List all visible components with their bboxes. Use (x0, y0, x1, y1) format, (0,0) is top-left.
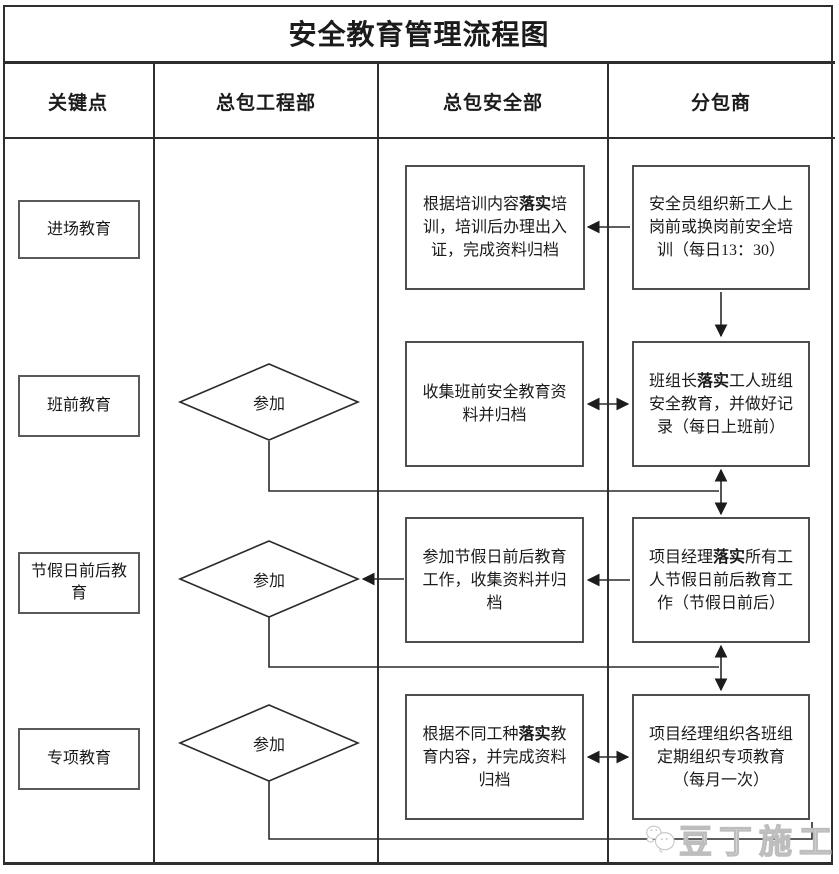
process-text: 根据培训内容落实培 训，培训后办理出入 证，完成资料归档 (422, 196, 568, 259)
keypoint-box-preshift-education: 班前教育 (18, 375, 140, 437)
title-divider (3, 61, 835, 64)
column-divider-2 (377, 63, 379, 865)
keypoint-box-special-education: 专项教育 (18, 728, 140, 790)
diamond-label-row3: 参加 (252, 573, 285, 590)
keypoint-label: 节假日前后教 育 (30, 563, 127, 602)
column-header-keypoints: 关键点 (47, 92, 108, 114)
page-title: 安全教育管理流程图 (288, 20, 550, 51)
table-outer-border (3, 5, 833, 865)
process-text: 安全员组织新工人上 岗前或换岗前安全培 训（每日13：30） (648, 196, 793, 259)
process-box-sub-row4: 项目经理组织各班组 定期组织专项教育 （每月一次） (632, 694, 810, 820)
column-header-gc-safety: 总包安全部 (442, 92, 543, 114)
process-box-sub-row3: 项目经理落实所有工 人节假日前后教育工 作（节假日前后） (632, 517, 810, 643)
watermark: 豆丁施工 (644, 808, 839, 870)
column-header-subcontractor: 分包商 (690, 92, 751, 114)
watermark-bird-icon (646, 825, 675, 853)
process-box-safety-row4: 根据不同工种落实教 育内容，并完成资料 归档 (405, 694, 584, 820)
process-box-safety-row3: 参加节假日前后教育 工作，收集资料并归 档 (405, 517, 584, 643)
process-box-sub-row2: 班组长落实工人班组 安全教育，并做好记 录（每日上班前） (632, 341, 810, 467)
keypoint-label: 专项教育 (46, 750, 111, 767)
column-divider-3 (607, 63, 609, 865)
process-text: 收集班前安全教育资 料并归档 (422, 384, 567, 424)
process-text: 项目经理落实所有工 人节假日前后教育工 作（节假日前后） (648, 548, 794, 612)
process-text: 班组长落实工人班组 安全教育，并做好记 录（每日上班前） (648, 372, 794, 436)
header-divider (3, 137, 835, 139)
process-text: 参加节假日前后教育 工作，收集资料并归 档 (422, 548, 567, 612)
keypoint-label: 班前教育 (46, 397, 111, 414)
diamond-label-row2: 参加 (252, 396, 285, 413)
process-box-safety-row2: 收集班前安全教育资 料并归档 (405, 341, 584, 467)
process-text: 项目经理组织各班组 定期组织专项教育 （每月一次） (648, 725, 793, 789)
keypoint-label: 进场教育 (46, 220, 111, 238)
keypoint-box-entry-education: 进场教育 (18, 200, 140, 259)
process-box-safety-row1: 根据培训内容落实培 训，培训后办理出入 证，完成资料归档 (405, 165, 585, 290)
column-header-gc-engineering: 总包工程部 (215, 92, 316, 114)
column-divider-1 (153, 63, 155, 865)
keypoint-box-holiday-education: 节假日前后教 育 (18, 552, 140, 614)
diamond-label-row4: 参加 (252, 737, 285, 754)
process-text: 根据不同工种落实教 育内容，并完成资料 归档 (422, 725, 567, 789)
process-box-sub-row1: 安全员组织新工人上 岗前或换岗前安全培 训（每日13：30） (632, 165, 810, 290)
watermark-text: 豆丁施工 (678, 824, 839, 861)
